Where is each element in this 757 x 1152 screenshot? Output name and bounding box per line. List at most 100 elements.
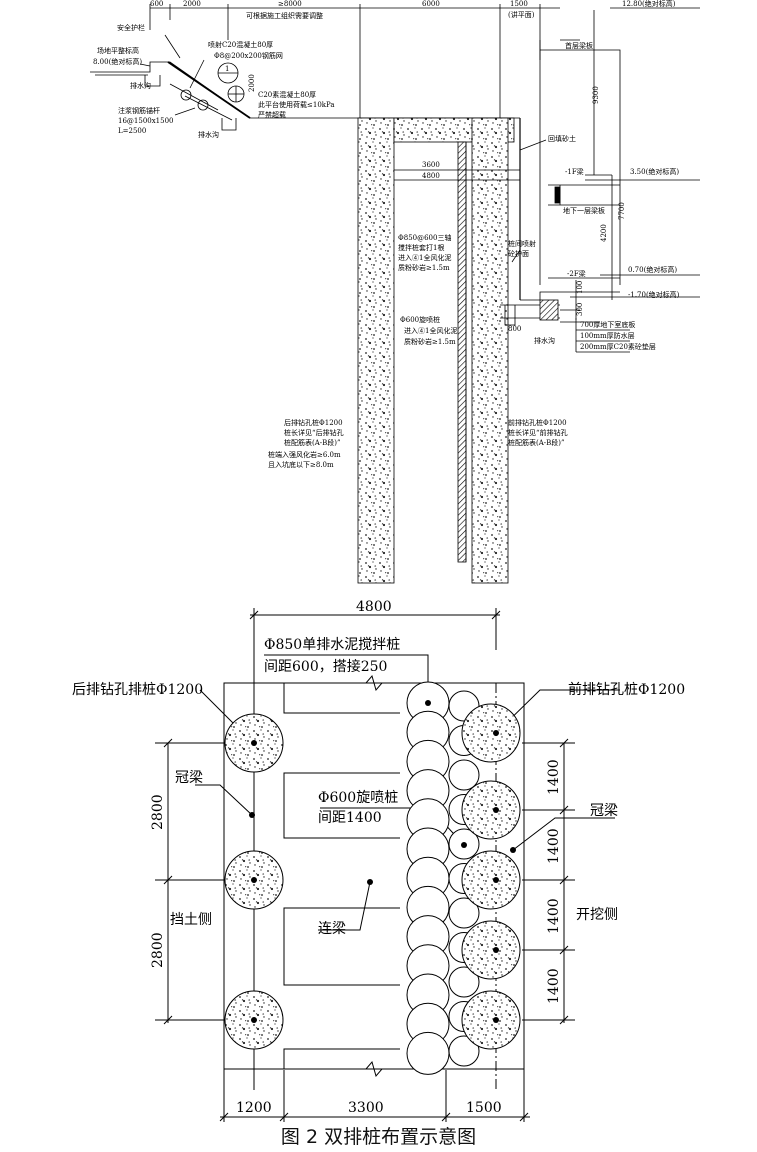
front-row-pile (461, 920, 521, 980)
link-beam-2 (283, 907, 400, 986)
right-dim-1400-2: 1400 (546, 828, 562, 864)
cushion-label: 200mm厚C20素砼垫层 (580, 342, 656, 351)
site-level-value: 8.00(绝对标高) (93, 57, 142, 66)
back-pile-label-4: 桩端入强风化岩≥6.0m (268, 450, 341, 459)
excavation-side-label: 开挖侧 (576, 907, 618, 923)
top-dim-2000: 2000 (183, 0, 201, 8)
mix-pile-spacing-label: 间距600，搭接250 (264, 658, 387, 675)
anchor-spec-label: 16@1500x1500 (118, 117, 173, 125)
b2-beam-label: -2F梁 (567, 269, 586, 278)
drain-label-2: 排水沟 (198, 130, 219, 139)
jet-pile-label-1: Φ600旋喷桩 (400, 315, 440, 324)
waterproof-label: 100mm厚防水层 (580, 331, 635, 340)
jiping-note: (讲平面) (508, 10, 535, 19)
left-dim-2800-2: 2800 (150, 932, 166, 968)
dim-4200: 4200 (600, 224, 608, 242)
shotcrete-label: 喷射C20混凝土80厚 (208, 40, 273, 49)
jet-grout-pile (448, 759, 480, 791)
plan-view (155, 608, 620, 1122)
link-beam-top (283, 683, 400, 714)
mix-pile-label: Φ850单排水泥搅拌桩 (264, 636, 400, 653)
pile-gap-label-1: 桩间喷射 (508, 239, 536, 248)
front-row-pile (461, 780, 521, 840)
level-m170: -1.70(绝对标高) (628, 290, 680, 299)
front-pile-label-1: 前排钻孔桩Φ1200 (508, 418, 567, 427)
jet-grout-pile (448, 897, 480, 929)
floor-700-label: 700厚地下室底板 (580, 320, 635, 329)
dim-9300: 9300 (592, 86, 600, 104)
level-070: 0.70(绝对标高) (628, 265, 677, 274)
b1-slab-label: 地下一层梁板 (563, 206, 605, 215)
pile-centre-dot (251, 740, 257, 746)
dim-3600: 3600 (422, 161, 440, 169)
level-1280: 12.80(绝对标高) (622, 0, 676, 8)
front-row-pile-section (471, 117, 509, 584)
pile-gap-label-2: 砼护面 (508, 249, 529, 258)
leader-dot (367, 879, 373, 885)
backfill-label: 回填砂土 (548, 134, 576, 143)
drain-label-1: 排水沟 (130, 81, 151, 90)
crown-beam-right-label: 冠梁 (590, 803, 618, 819)
pile-centre-dot (493, 807, 499, 813)
jet-grout-pile (448, 1035, 480, 1067)
pile-centre-dot (251, 877, 257, 883)
back-pile-label-3: 桩配筋表(A-B段)” (284, 438, 341, 447)
back-row-pile-label: 后排钻孔排桩Φ1200 (72, 681, 203, 698)
jet-grout-pile (448, 966, 480, 998)
top-note: 可根据施工组织需要调整 (246, 11, 323, 20)
top-dim-8000: ≥8000 (278, 0, 302, 8)
jet-pile-label-2: 进入④1全风化泥 (404, 326, 457, 335)
first-floor-slab-label: 首层梁板 (565, 41, 593, 50)
right-dim-1400-4: 1400 (546, 968, 562, 1004)
dim-100: 100 (576, 281, 584, 294)
section-view (90, 4, 700, 584)
back-pile-label-1: 后排钻孔桩Φ1200 (284, 418, 343, 427)
anchor-length-label: L=2500 (118, 127, 146, 135)
platform-load-label: 此平台使用荷载≤10kPa (258, 100, 335, 109)
link-beam-1 (283, 772, 400, 839)
left-dim-2800-1: 2800 (150, 794, 166, 830)
safety-rail-label: 安全护栏 (117, 23, 145, 32)
bottom-dim-1500: 1500 (466, 1100, 502, 1116)
front-row-pile (461, 850, 521, 910)
drain-label-3: 排水沟 (534, 336, 555, 345)
dim-4800: 4800 (422, 172, 440, 180)
leader-dot (461, 842, 467, 848)
circle-1-label: 1 (225, 65, 229, 73)
mix-pile-label-4: 质粉砂岩≥1.5m (398, 263, 450, 272)
leader-dot (425, 700, 431, 706)
figure-caption: 图 2 双排桩布置示意图 (280, 1126, 477, 1148)
section-texts: 600 2000 ≥8000 6000 1500 可根据施工组织需要调整 (讲平… (93, 0, 680, 469)
dim-800: 800 (508, 325, 521, 333)
pile-centre-dot (493, 947, 499, 953)
mesh-label: Φ8@200x200钢筋网 (214, 51, 283, 60)
front-row-pile-label: 前排钻孔桩Φ1200 (568, 681, 685, 698)
front-pile-label-2: 桩长详见“前排钻孔 (508, 428, 568, 437)
pile-centre-dot (493, 877, 499, 883)
plan-dim-4800: 4800 (356, 599, 392, 615)
mix-pile-label-2: 搅拌桩套打1根 (398, 243, 444, 252)
mixing-pile-section (457, 141, 467, 563)
pile-centre-dot (251, 1017, 257, 1023)
top-dim-600: 600 (150, 0, 163, 8)
front-pile-label-3: 桩配筋表(A-B段)” (508, 438, 565, 447)
right-dim-1400-1: 1400 (546, 759, 562, 795)
dim-7700: 7700 (618, 202, 626, 220)
leader-dot (249, 812, 255, 818)
back-row-pile-section (357, 117, 395, 584)
back-pile-label-2: 桩长详见“后排钻孔 (284, 428, 344, 437)
no-overload-label: 严禁超载 (258, 110, 286, 119)
right-dim-1400-3: 1400 (546, 898, 562, 934)
b1-beam-label: -1F梁 (565, 167, 584, 176)
top-dim-1500: 1500 (510, 0, 528, 8)
jet-pile-label: Φ600旋喷桩 (318, 789, 398, 806)
pile-centre-dot (493, 730, 499, 736)
bottom-dim-1200: 1200 (236, 1100, 272, 1116)
jet-pile-label-3: 质粉砂岩≥1.5m (404, 337, 456, 346)
crown-beam-left-label: 冠梁 (175, 770, 203, 786)
front-row-pile (461, 990, 521, 1050)
front-row-pile (461, 703, 521, 763)
mixing-pile (406, 1031, 450, 1075)
pile-centre-dot (493, 1017, 499, 1023)
